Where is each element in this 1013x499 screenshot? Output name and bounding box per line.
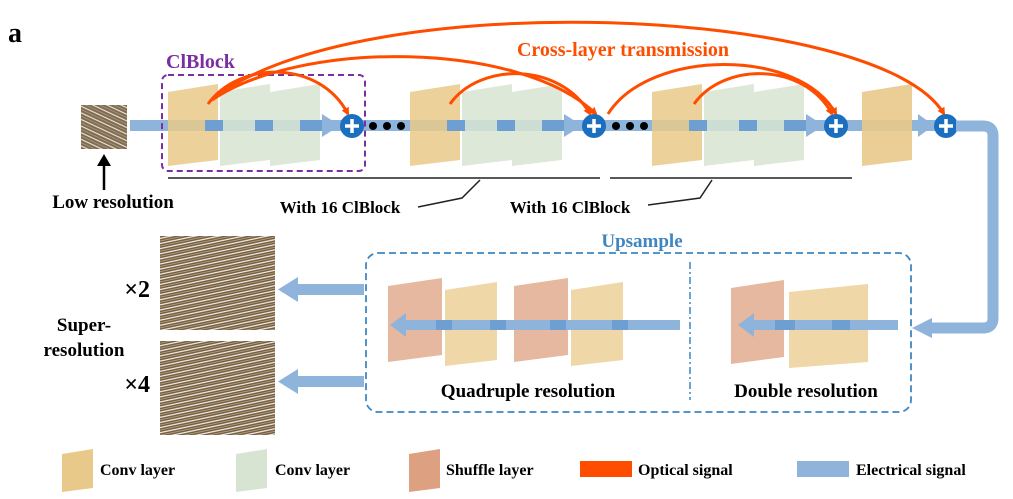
- output-arrows: [278, 277, 364, 394]
- with-blocks-label-2: With 16 ClBlock: [510, 198, 631, 217]
- block-3-layers: [652, 84, 804, 166]
- upsample-box: [365, 252, 912, 413]
- super-resolution-label-1: Super-: [57, 315, 111, 336]
- scale-label-x4: ×4: [124, 372, 150, 398]
- legend-swatch-electrical: [797, 461, 849, 477]
- block-2-layers: [410, 84, 562, 166]
- legend: Conv layer Conv layer Shuffle layer Opti…: [62, 449, 966, 492]
- double-label: Double resolution: [734, 381, 878, 402]
- plus-icon: [582, 114, 606, 138]
- optical-arrows: [206, 20, 946, 116]
- low-resolution-label: Low resolution: [52, 192, 174, 213]
- scale-label-x2: ×2: [124, 277, 150, 303]
- signal-dashes: [205, 120, 806, 131]
- legend-swatch-conv-yellow: [62, 449, 93, 492]
- output-image-x4: [160, 341, 275, 435]
- add-nodes: [340, 114, 958, 138]
- legend-swatch-conv-green: [236, 449, 267, 492]
- plus-icon: [934, 114, 958, 138]
- cross-layer-label: Cross-layer transmission: [517, 39, 729, 61]
- legend-swatch-shuffle: [409, 449, 440, 492]
- legend-label-electrical: Electrical signal: [856, 462, 966, 479]
- legend-swatch-optical: [580, 461, 632, 477]
- low-resolution-image: [81, 105, 127, 149]
- return-path: [928, 120, 999, 334]
- plus-icon: [340, 114, 364, 138]
- legend-label-shuffle: Shuffle layer: [446, 462, 534, 479]
- super-resolution-label-2: resolution: [44, 340, 125, 361]
- with-blocks-label-1: With 16 ClBlock: [280, 198, 401, 217]
- legend-label-optical: Optical signal: [638, 462, 733, 479]
- block-1-layers: [168, 84, 320, 166]
- ellipsis-dots: [369, 122, 648, 130]
- plus-icon: [824, 114, 848, 138]
- upsample-title: Upsample: [601, 231, 682, 252]
- legend-label-conv-yellow: Conv layer: [100, 462, 175, 479]
- clblock-title: ClBlock: [166, 51, 236, 73]
- panel-label: a: [8, 18, 22, 49]
- quadruple-label: Quadruple resolution: [441, 381, 616, 402]
- final-conv-layer: [862, 84, 912, 166]
- block-brackets: [168, 177, 852, 208]
- legend-label-conv-green: Conv layer: [275, 462, 350, 479]
- output-image-x2: [160, 236, 275, 330]
